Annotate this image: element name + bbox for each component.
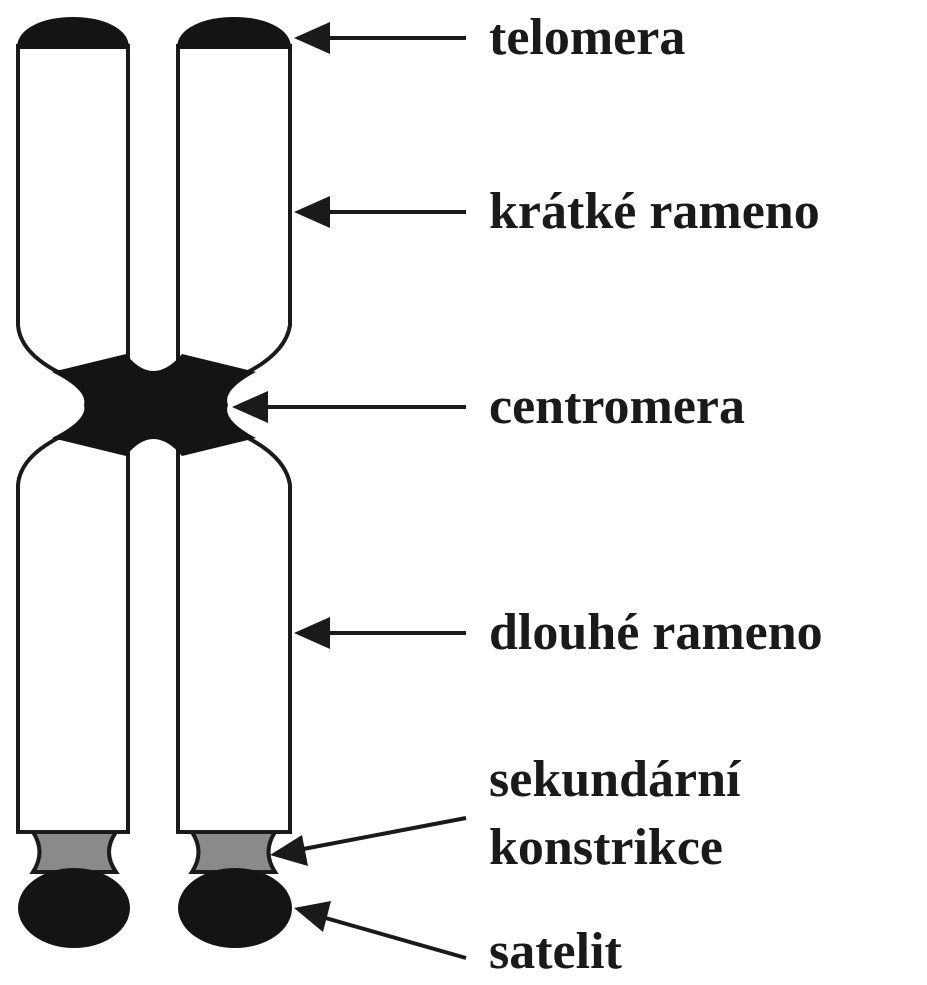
- arrow-short-arm-head: [294, 196, 330, 228]
- left-short-arm: [16, 44, 130, 374]
- right-secondary-constriction: [188, 830, 279, 874]
- left-satellite: [18, 868, 130, 948]
- arrow-telomere-head: [294, 22, 330, 54]
- arrow-satellite-head: [294, 901, 331, 932]
- arrow-centromere-head: [232, 391, 268, 423]
- label-telomere: telomera: [489, 9, 686, 66]
- arrow-long-arm-head: [294, 617, 330, 649]
- label-arrows: [232, 22, 467, 960]
- right-satellite: [178, 868, 292, 948]
- label-long-arm: dlouhé rameno: [489, 604, 823, 661]
- right-telomere: [176, 17, 292, 49]
- right-long-arm: [176, 436, 292, 834]
- label-secondary-constriction-line1: sekundární: [489, 751, 741, 808]
- arrow-satellite-line: [321, 915, 467, 960]
- right-short-arm: [176, 44, 292, 374]
- label-satellite: satelit: [489, 923, 622, 980]
- label-secondary-constriction-line2: konstrikce: [489, 819, 723, 876]
- arrow-secondary-constriction-head: [270, 835, 308, 866]
- left-long-arm: [16, 436, 130, 834]
- right-chromatid: [176, 17, 292, 948]
- arrow-secondary-constriction-line: [297, 816, 467, 852]
- left-secondary-constriction: [29, 830, 120, 874]
- centromere: [52, 354, 256, 456]
- left-telomere: [16, 17, 130, 49]
- left-chromatid: [16, 17, 130, 948]
- label-short-arm: krátké rameno: [489, 183, 820, 240]
- label-centromere: centromera: [489, 378, 746, 435]
